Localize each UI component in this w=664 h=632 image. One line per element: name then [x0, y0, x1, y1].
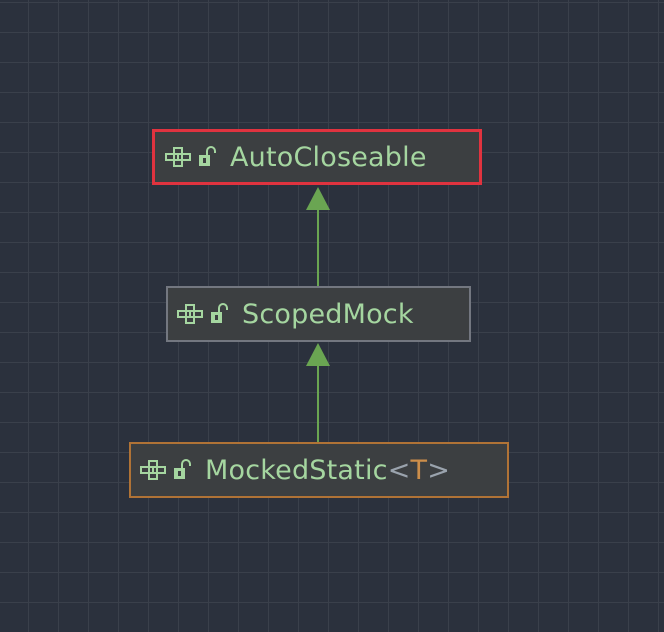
node-icons	[164, 146, 216, 168]
edge-scopedmock-to-autocloseable	[306, 187, 330, 286]
node-label: ScopedMock	[242, 298, 414, 330]
node-label: MockedStatic<T>	[205, 455, 450, 486]
node-autocloseable[interactable]: AutoCloseable	[152, 129, 482, 185]
class-name: MockedStatic	[205, 454, 388, 486]
type-parameter: T	[410, 454, 428, 486]
edge-arrowhead	[306, 187, 330, 210]
node-mockedstatic[interactable]: MockedStatic<T>	[129, 442, 509, 498]
node-label: AutoCloseable	[230, 141, 427, 173]
node-icons	[176, 303, 228, 325]
interface-icon	[165, 147, 191, 167]
type-bracket-open: <	[387, 454, 411, 486]
interface-icon	[177, 304, 203, 324]
public-lock-icon	[211, 303, 228, 323]
edge-arrowhead	[306, 343, 330, 366]
interface-icon	[140, 460, 166, 480]
node-icons	[139, 459, 191, 481]
public-lock-icon	[174, 459, 191, 479]
edge-mockedstatic-to-scopedmock	[306, 343, 330, 442]
public-lock-icon	[199, 146, 216, 166]
type-bracket-close: >	[427, 454, 451, 486]
node-scopedmock[interactable]: ScopedMock	[166, 286, 471, 342]
